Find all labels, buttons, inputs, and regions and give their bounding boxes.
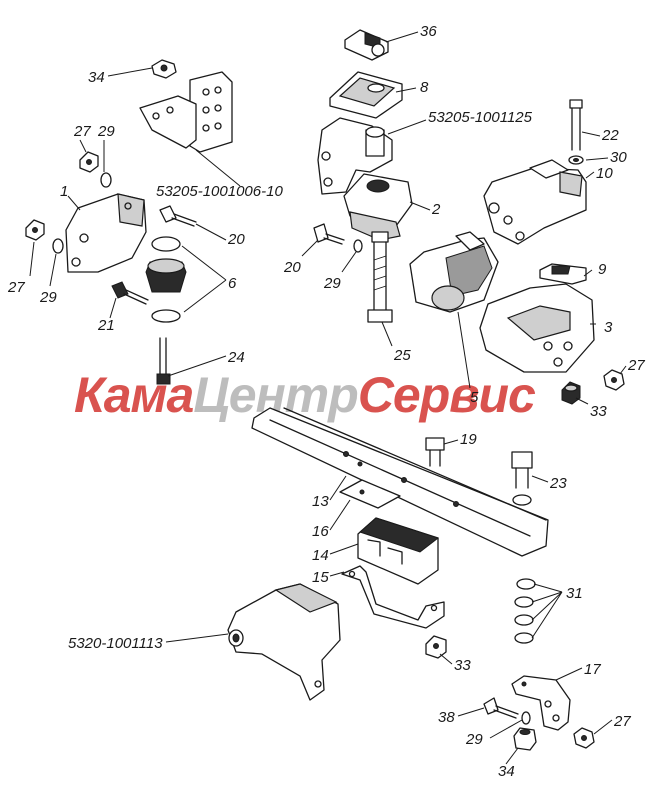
part-36-clip-nut	[344, 29, 389, 61]
label-17: 17	[584, 661, 601, 678]
part-24-bolt	[156, 337, 171, 385]
label-34-bottom: 34	[498, 763, 515, 780]
part-53205-1001006-10-bracket	[139, 71, 233, 153]
part-6-cushions	[145, 236, 187, 323]
label-21: 21	[97, 317, 115, 334]
label-27-a: 27	[73, 123, 91, 140]
label-8: 8	[420, 79, 429, 96]
part-20-bolt-b	[313, 223, 345, 245]
watermark-part-1: Кама	[74, 367, 194, 423]
label-2: 2	[431, 201, 441, 218]
part-27-nut-d	[573, 727, 595, 749]
part-2-cushion-block	[343, 173, 413, 241]
part-23-bolt	[511, 451, 533, 506]
label-6: 6	[228, 275, 237, 292]
part-34-nut-bottom	[513, 727, 537, 751]
watermark-text: КамаЦентрСервис	[74, 367, 536, 423]
part-3-rear-support	[479, 283, 595, 373]
label-16: 16	[312, 523, 329, 540]
label-14: 14	[312, 547, 329, 564]
label-20-b: 20	[283, 259, 301, 276]
label-27-d: 27	[613, 713, 631, 730]
part-5-rear-cushion	[409, 231, 499, 313]
part-29-washer-b	[52, 238, 64, 254]
label-27-b: 27	[7, 279, 25, 296]
part-53205-1001125-bracket	[317, 117, 393, 195]
part-31-washers	[514, 578, 536, 644]
label-24: 24	[227, 349, 245, 366]
part-27-nut-b	[25, 219, 45, 241]
part-27-nut-c	[603, 369, 625, 391]
label-9: 9	[598, 261, 607, 278]
label-53205-1001125: 53205-1001125	[428, 109, 533, 126]
label-34-top: 34	[88, 69, 105, 86]
part-38-bolt	[483, 697, 519, 719]
watermark-part-3: Сервис	[358, 367, 536, 423]
part-33-nut-a	[561, 381, 581, 405]
label-5: 5	[470, 389, 479, 406]
part-34-nut-top	[151, 59, 177, 79]
part-33-nut-b	[425, 635, 447, 659]
part-17-bracket	[511, 675, 571, 731]
label-13: 13	[312, 493, 329, 510]
label-29-b: 29	[39, 289, 57, 306]
label-29-d: 29	[465, 731, 483, 748]
part-1-front-support	[65, 193, 147, 273]
part-16-plate	[339, 479, 401, 509]
label-33-b: 33	[454, 657, 471, 674]
label-38: 38	[438, 709, 455, 726]
part-13-crossmember	[251, 407, 549, 557]
part-29-washer-a	[100, 172, 112, 188]
label-29-a: 29	[97, 123, 115, 140]
label-27-c: 27	[627, 357, 645, 374]
label-25: 25	[393, 347, 411, 364]
part-5320-1001113-bracket	[227, 583, 341, 701]
part-29-washer-d	[521, 711, 531, 725]
part-9-plate	[539, 263, 587, 285]
part-15-lower-bracket	[341, 565, 445, 629]
part-30-washer	[568, 155, 584, 165]
part-10-rear-bracket	[483, 159, 587, 245]
callout-labels: 36 34 8 53205-1001125 22 27 29 30 10 532…	[7, 23, 645, 780]
part-25-bolt	[367, 231, 393, 323]
leader-lines	[29, 31, 627, 765]
label-53205-1001006-10: 53205-1001006-10	[156, 183, 283, 200]
part-21-bolt	[111, 281, 149, 305]
label-22: 22	[601, 127, 619, 144]
part-20-bolt-a	[159, 205, 197, 227]
part-22-bolt	[569, 99, 583, 151]
label-31: 31	[566, 585, 583, 602]
part-8-upper-cushion	[329, 71, 403, 119]
label-1: 1	[60, 183, 68, 200]
label-19: 19	[460, 431, 477, 448]
part-19-bolt	[425, 437, 445, 467]
label-30: 30	[610, 149, 627, 166]
label-33-a: 33	[590, 403, 607, 420]
part-27-nut-a	[79, 151, 99, 173]
label-36: 36	[420, 23, 437, 40]
label-29-c: 29	[323, 275, 341, 292]
label-3: 3	[604, 319, 613, 336]
label-5320-1001113: 5320-1001113	[68, 635, 163, 652]
label-10: 10	[596, 165, 613, 182]
part-14-cushion	[357, 517, 440, 585]
watermark: КамаЦентрСервис	[74, 367, 537, 423]
label-20-a: 20	[227, 231, 245, 248]
label-23: 23	[549, 475, 567, 492]
part-29-washer-c	[353, 239, 363, 253]
label-15: 15	[312, 569, 329, 586]
